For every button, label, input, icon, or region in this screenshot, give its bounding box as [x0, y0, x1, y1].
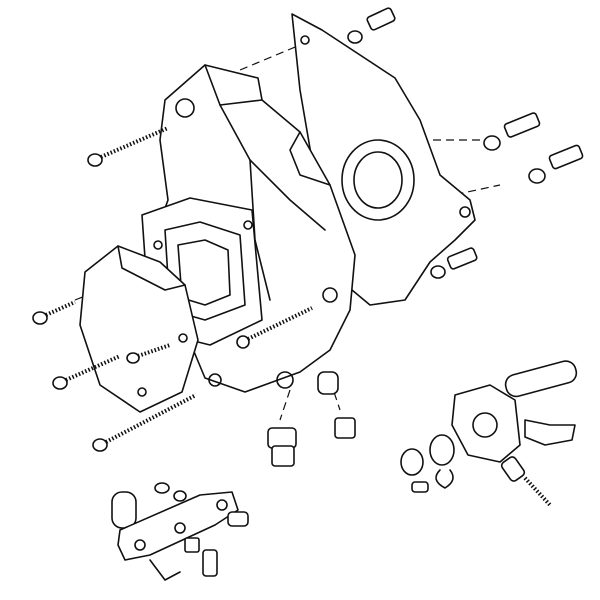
screws — [32, 7, 584, 452]
screw-plate-lower — [430, 247, 478, 279]
screw-short-left — [32, 300, 76, 325]
screw-long-bottom-left — [92, 393, 197, 452]
gear-assembly — [400, 360, 578, 507]
screw-right-lower — [528, 144, 584, 184]
fittings — [267, 371, 356, 467]
fitting-right — [317, 371, 356, 439]
screw-top — [347, 7, 396, 44]
fitting-left — [267, 427, 297, 467]
lever-assembly — [111, 482, 249, 581]
screw-cover — [126, 343, 171, 364]
screw-crankcase — [236, 306, 313, 349]
cylinder-cover — [79, 245, 199, 413]
screw-mid-left — [52, 354, 121, 390]
screw-long-top-left — [87, 126, 169, 167]
screw-right-upper — [483, 112, 541, 151]
